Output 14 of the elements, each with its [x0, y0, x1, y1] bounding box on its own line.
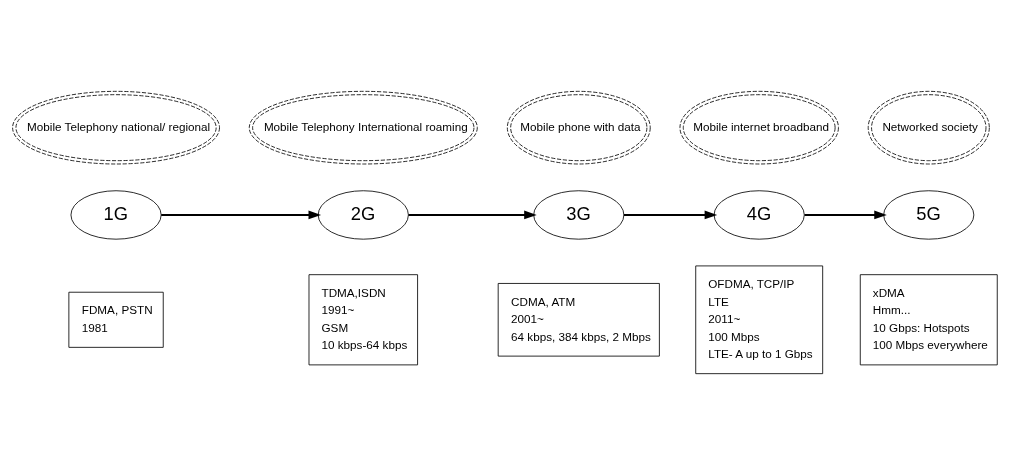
node-box: OFDMA, TCP/IP LTE 2011~ 100 Mbps LTE- A up to 1 Gbps — [695, 265, 824, 374]
node-box: FDMA, PSTN 1981 — [68, 291, 164, 348]
node-box: CDMA, ATM 2001~ 64 kbps, 384 kbps, 2 Mbps — [497, 282, 660, 357]
node-box: TDMA,ISDN 1991~ GSM 10 kbps-64 kbps — [308, 273, 418, 365]
arrow — [408, 210, 537, 219]
arrow — [804, 210, 887, 219]
node-ellipse: 3G — [533, 189, 625, 240]
arrow — [623, 210, 718, 219]
node-ellipse: 2G — [317, 189, 409, 240]
node-ellipse: 1G — [70, 189, 162, 240]
node-box: xDMA Hmm... 10 Gbps: Hotspots 100 Mbps everywhere — [859, 273, 998, 365]
node-ellipse: 4G — [713, 189, 805, 240]
node-ellipse: 5G — [883, 189, 975, 240]
arrow — [161, 210, 322, 219]
